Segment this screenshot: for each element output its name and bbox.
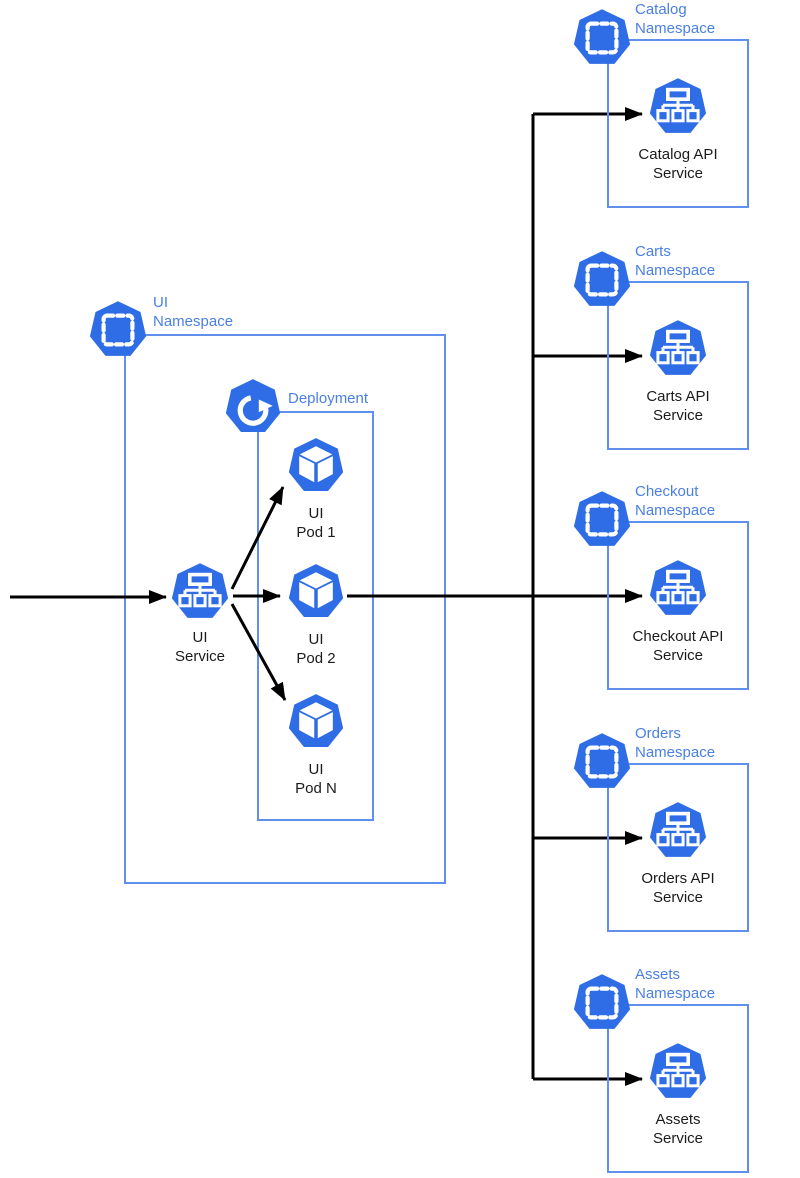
assets-service-label-line1: Assets [655,1111,700,1128]
ui-namespace-group: UI Namespace Deployment UI Service UI Po… [90,294,446,884]
carts-namespace-label-line1: Carts [635,243,671,260]
ui-pod-n-label-line2: Pod N [295,780,337,797]
ui-service-node: UI Service [170,562,230,665]
deployment-group: Deployment [226,379,374,821]
deployment-box [257,411,374,821]
namespace-icon [574,9,630,64]
service-icon [648,1042,708,1100]
pod-icon [288,694,344,748]
orders-namespace-box [607,763,749,932]
pod-icon [288,438,344,492]
namespace-icon [90,301,146,356]
ui-namespace-label-line1: UI [153,294,168,311]
assets-namespace-group: Assets Namespace Assets Service [533,966,749,1173]
ui-service-label-line2: Service [175,648,225,665]
ui-service-label-line1: UI [193,629,208,646]
carts-service-label-line1: Carts API [646,388,709,405]
deployment-label: Deployment [288,390,369,407]
ui-pod-1-label-line1: UI [309,505,324,522]
checkout-service-label-line2: Service [653,647,703,664]
catalog-namespace-group: Catalog Namespace Catalog API Service [533,1,749,208]
assets-namespace-label-line2: Namespace [635,985,715,1002]
carts-namespace-box [607,281,749,450]
namespace-icon [574,974,630,1029]
assets-service-label-line2: Service [653,1130,703,1147]
orders-namespace-group: Orders Namespace Orders API Service [533,725,749,932]
checkout-namespace-label-line2: Namespace [635,502,715,519]
carts-namespace-label-line2: Namespace [635,262,715,279]
namespace-icon [574,733,630,788]
checkout-service-label-line1: Checkout API [633,628,724,645]
ui-pod-2-node: UI Pod 2 [288,564,344,667]
catalog-service-label-line2: Service [653,165,703,182]
service-icon [648,801,708,859]
pod-icon [288,564,344,618]
ui-pod-n-node: UI Pod N [288,694,344,797]
catalog-namespace-box [607,39,749,208]
orders-namespace-label-line1: Orders [635,725,681,742]
ui-pod-1-node: UI Pod 1 [288,438,344,541]
ui-namespace-box [124,334,446,884]
service-to-podn-arrow [230,603,287,701]
assets-namespace-label-line1: Assets [635,966,680,983]
service-to-pod1-arrow [230,486,285,590]
ui-pod-2-label-line2: Pod 2 [296,650,335,667]
orders-namespace-label-line2: Namespace [635,744,715,761]
service-icon [648,559,708,617]
service-icon [648,77,708,135]
checkout-namespace-box [607,521,749,690]
assets-namespace-box [607,1004,749,1173]
orders-service-label-line2: Service [653,889,703,906]
catalog-namespace-label-line1: Catalog [635,1,687,18]
ui-namespace-label-line2: Namespace [153,313,233,330]
ui-pod-n-label-line1: UI [309,761,324,778]
catalog-namespace-label-line2: Namespace [635,20,715,37]
checkout-namespace-label-line1: Checkout [635,483,699,500]
catalog-service-label-line1: Catalog API [638,146,717,163]
carts-service-label-line2: Service [653,407,703,424]
ui-pod-1-label-line2: Pod 1 [296,524,335,541]
orders-service-label-line1: Orders API [641,870,714,887]
deployment-icon [226,379,280,432]
carts-namespace-group: Carts Namespace Carts API Service [533,243,749,450]
service-icon [170,562,230,620]
service-icon [648,319,708,377]
namespace-icon [574,251,630,306]
connectors [10,114,535,1079]
checkout-namespace-group: Checkout Namespace Checkout API Service [533,483,749,690]
namespace-icon [574,491,630,546]
ui-pod-2-label-line1: UI [309,631,324,648]
